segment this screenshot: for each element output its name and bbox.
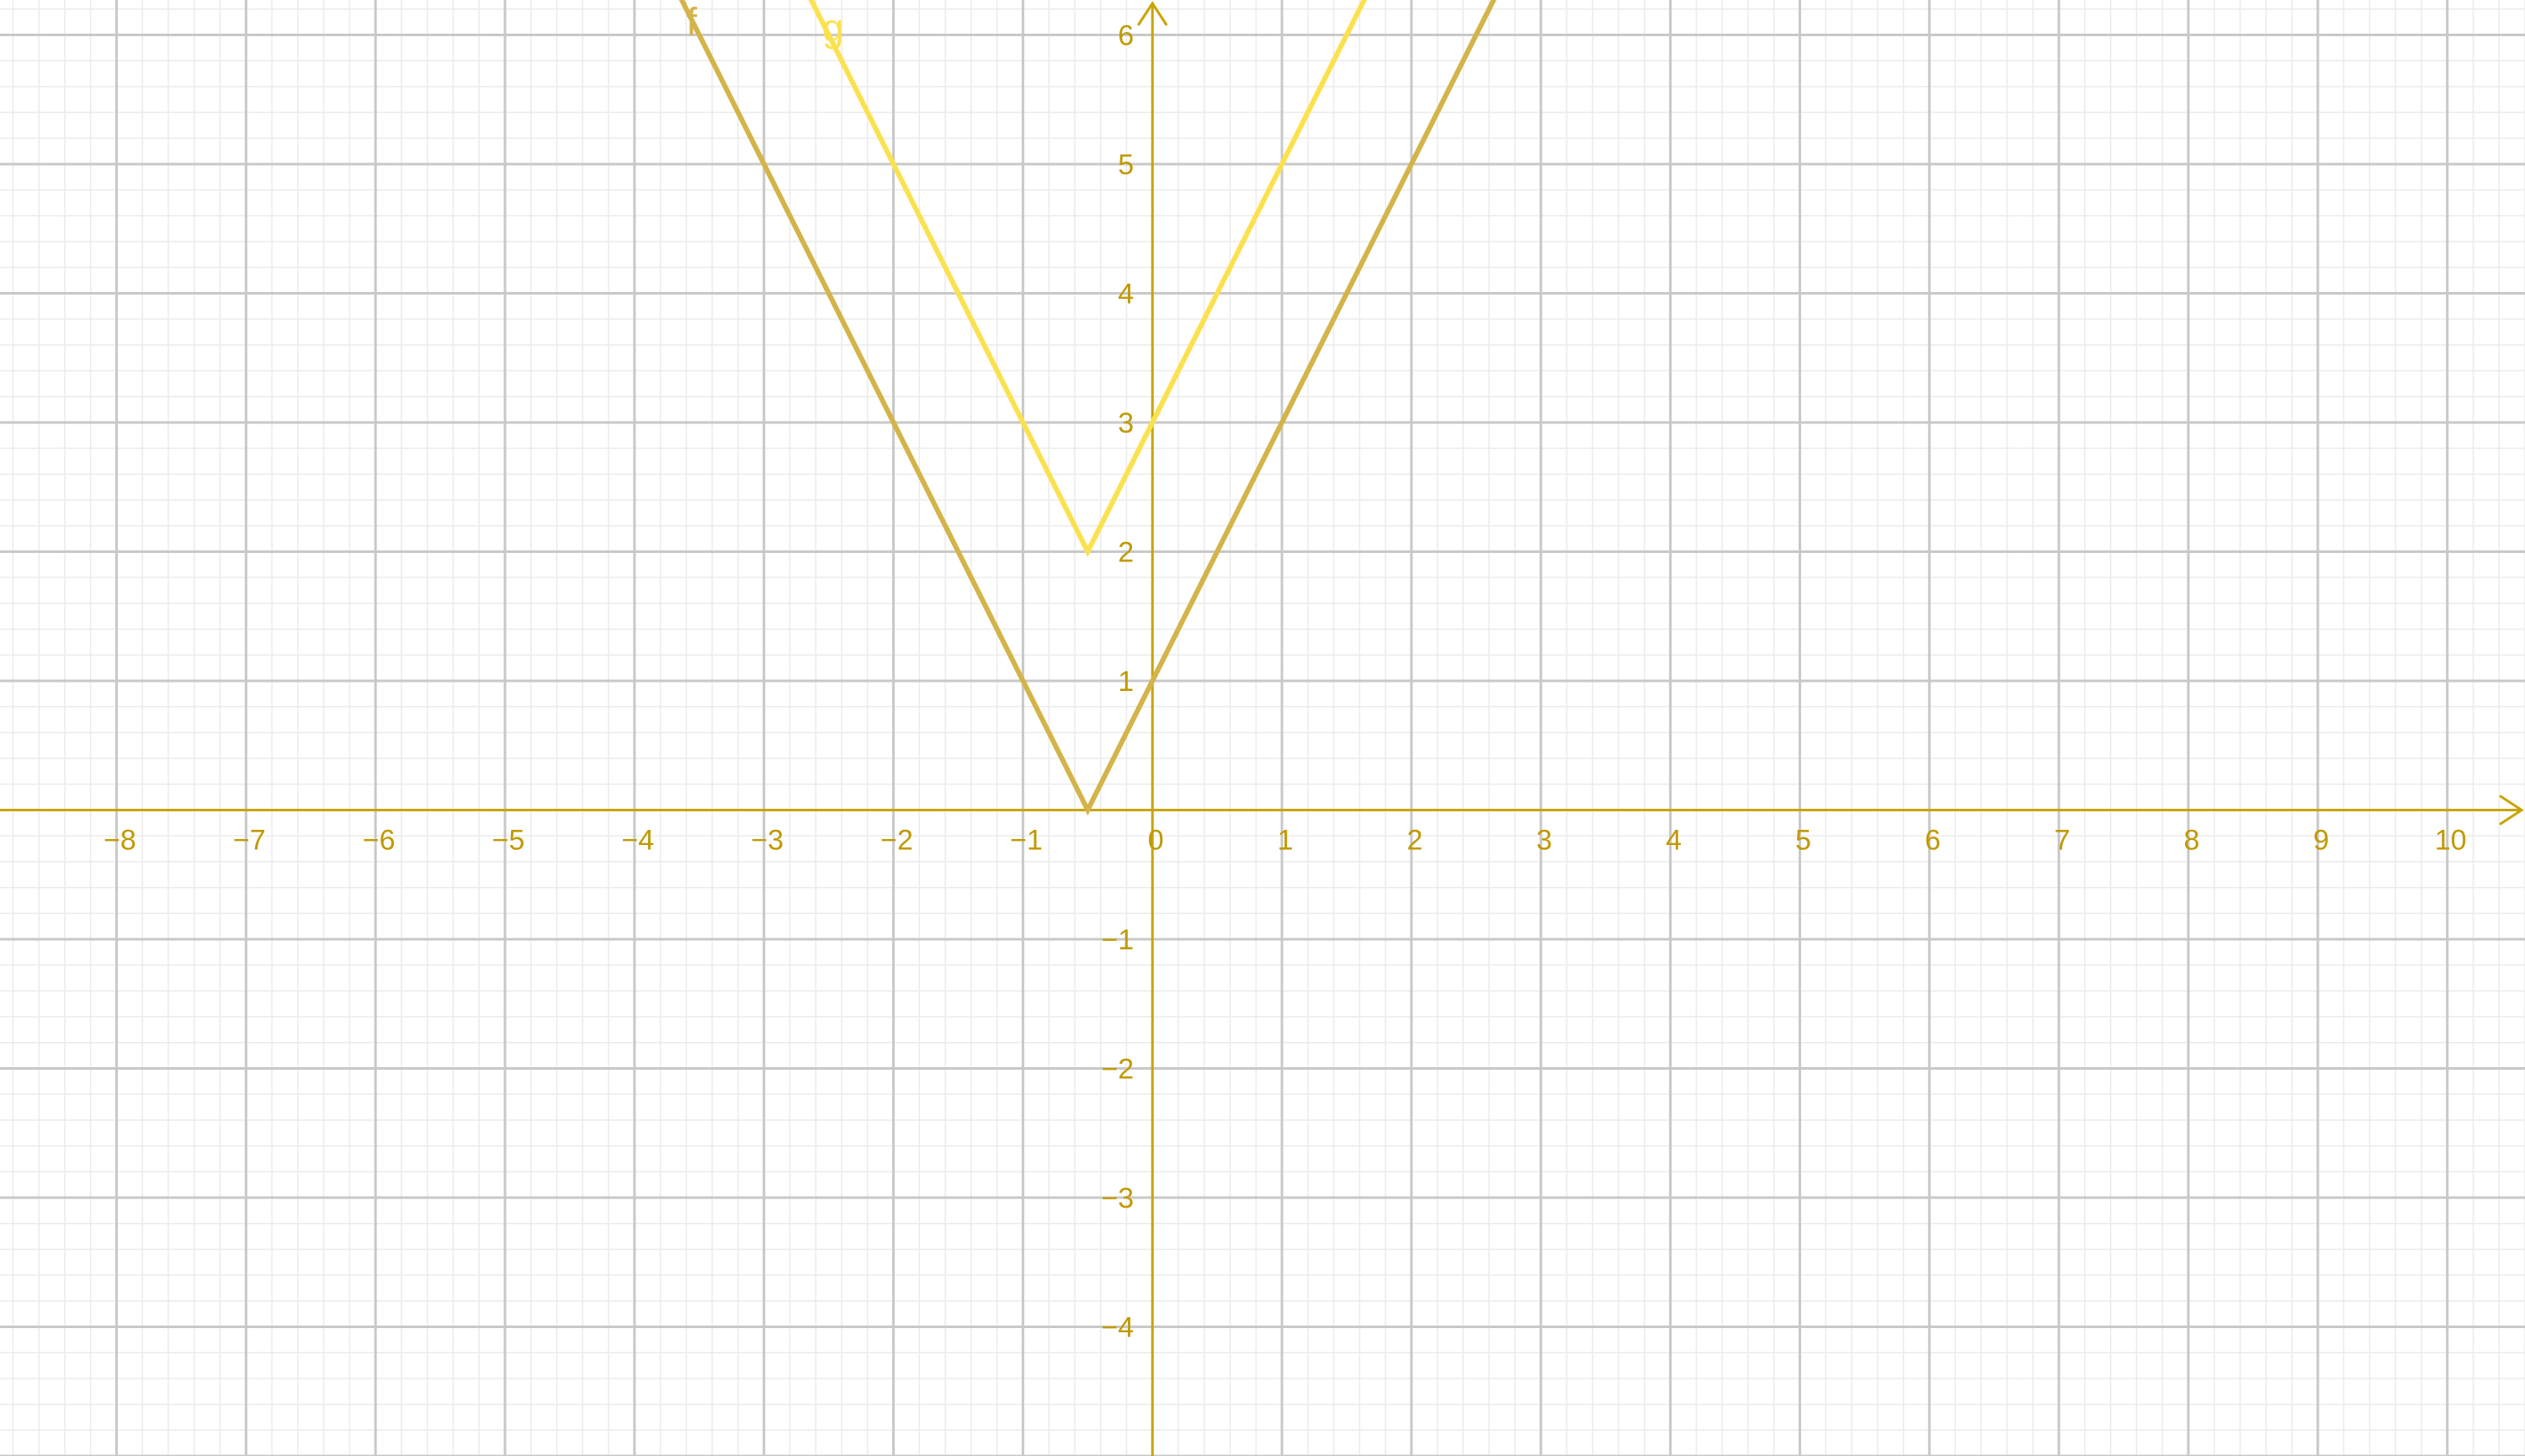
y-tick-label: −2: [1101, 1053, 1134, 1085]
x-tick-label: −6: [363, 824, 396, 856]
curve-label-g: g: [822, 6, 844, 50]
x-tick-label: −3: [751, 824, 784, 856]
tick-labels: −8 −7 −6 −5 −4 −3 −2 −1 0 1 2 3 4 5 6 7 8 9 10 −4 −3 −2 −1 1 2 3 4…: [104, 19, 2467, 1343]
x-tick-label: 6: [1925, 824, 1941, 856]
x-tick-label: 0: [1148, 824, 1164, 856]
x-tick-label: 5: [1795, 824, 1811, 856]
y-tick-label: 2: [1118, 536, 1134, 568]
y-tick-label: −4: [1101, 1311, 1134, 1343]
x-tick-label: −8: [104, 824, 136, 856]
x-tick-label: −2: [880, 824, 913, 856]
x-tick-label: −4: [621, 824, 654, 856]
x-tick-label: 4: [1666, 824, 1682, 856]
y-tick-label: 1: [1118, 666, 1134, 698]
y-tick-label: 4: [1118, 278, 1134, 310]
x-tick-label: 1: [1278, 824, 1294, 856]
x-tick-label: 3: [1536, 824, 1552, 856]
curve-label-f: f: [686, 0, 697, 43]
x-tick-label: 8: [2184, 824, 2200, 856]
y-tick-label: 6: [1118, 19, 1134, 51]
x-tick-label: 10: [2435, 824, 2467, 856]
x-tick-label: −5: [492, 824, 525, 856]
y-tick-label: 5: [1118, 149, 1134, 181]
x-tick-label: −7: [233, 824, 266, 856]
y-tick-label: 3: [1118, 407, 1134, 439]
curve-f[interactable]: [678, 0, 1496, 816]
x-tick-label: 7: [2055, 824, 2070, 856]
x-tick-label: −1: [1010, 824, 1043, 856]
y-tick-label: −3: [1101, 1182, 1134, 1214]
curves: [678, 0, 1496, 816]
y-tick-label: −1: [1101, 924, 1134, 956]
x-tick-label: 2: [1406, 824, 1422, 856]
x-tick-label: 9: [2313, 824, 2329, 856]
x-axis-arrow-icon: [2499, 794, 2524, 826]
curve-g[interactable]: [808, 0, 1368, 558]
y-axis-arrow-icon: [1136, 1, 1168, 26]
